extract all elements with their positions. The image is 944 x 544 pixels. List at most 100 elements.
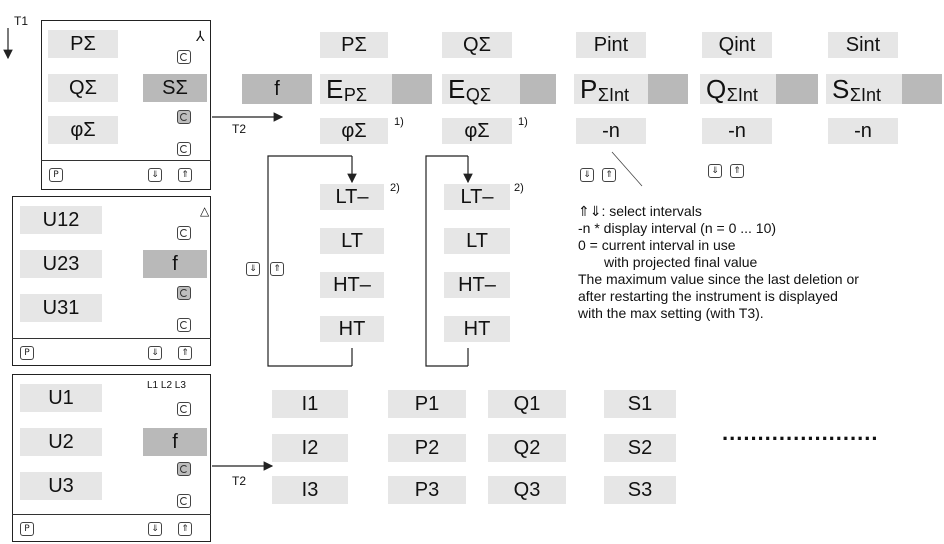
u23-chip: U23 [20, 250, 102, 278]
apparent-power-chip: S3 [604, 476, 676, 504]
divider [12, 338, 211, 339]
cycle-active-icon [177, 110, 191, 124]
up-key-icon[interactable]: ⇑ [602, 168, 616, 182]
cycle-icon [177, 494, 191, 508]
cycle-icon [177, 50, 191, 64]
up-key-icon[interactable]: ⇑ [178, 346, 192, 360]
note-line: after restarting the instrument is displ… [578, 288, 838, 304]
reactive-power-chip: Q1 [488, 390, 566, 418]
delta-icon: △ [200, 204, 210, 218]
ps-sum-chip: PΣ [320, 32, 388, 58]
up-key-icon[interactable]: ⇑ [270, 262, 284, 276]
energy-indicator [902, 74, 942, 104]
tariff-chip: LT [444, 228, 510, 254]
down-key-icon[interactable]: ⇓ [148, 346, 162, 360]
u3-chip: U3 [20, 472, 102, 500]
up-key-icon[interactable]: ⇑ [178, 168, 192, 182]
continuation-dots: ...................... [722, 420, 879, 445]
reactive-power-chip: Q2 [488, 434, 566, 462]
tariff-chip: LT– [320, 184, 384, 210]
current-chip: I3 [272, 476, 348, 504]
interval-n-chip: -n [576, 118, 646, 144]
down-key-icon[interactable]: ⇓ [148, 168, 162, 182]
note-line: with the max setting (with T3). [578, 305, 764, 321]
qint-chip: Qint [702, 32, 772, 58]
interval-n-chip: -n [702, 118, 772, 144]
tariff-chip: HT– [320, 272, 384, 298]
note-line: 0 = current interval in use [578, 237, 736, 253]
down-key-icon[interactable]: ⇓ [580, 168, 594, 182]
down-key-icon[interactable]: ⇓ [148, 522, 162, 536]
footnote-2: 2) [390, 182, 400, 194]
phase-labels: L1 L2 L3 [147, 380, 186, 391]
t2-label: T2 [232, 122, 247, 136]
note-line: -n * display interval (n = 0 ... 10) [578, 220, 777, 236]
footnote-1: 1) [518, 116, 528, 128]
apparent-power-chip: S1 [604, 390, 676, 418]
f-chip: f [242, 74, 312, 104]
power-chip: P2 [388, 434, 466, 462]
down-key-icon[interactable]: ⇓ [246, 262, 260, 276]
footnote-2: 2) [514, 182, 524, 194]
cycle-icon [177, 226, 191, 240]
reactive-power-chip: Q3 [488, 476, 566, 504]
power-chip: P3 [388, 476, 466, 504]
tariff-loop-1 [267, 155, 352, 367]
f-chip: f [143, 428, 207, 456]
cycle-active-icon [177, 462, 191, 476]
tariff-chip: HT [320, 316, 384, 342]
cycle-icon [177, 402, 191, 416]
current-chip: I1 [272, 390, 348, 418]
down-key-icon[interactable]: ⇓ [708, 164, 722, 178]
tariff-loop-2 [425, 155, 468, 367]
p-key[interactable]: P [20, 346, 34, 360]
pint-chip: Pint [576, 32, 646, 58]
u31-chip: U31 [20, 294, 102, 322]
cycle-icon [177, 318, 191, 332]
star-icon: ⅄ [196, 28, 205, 44]
divider [41, 160, 211, 161]
energy-indicator [520, 74, 556, 104]
cycle-active-icon [177, 286, 191, 300]
u1-chip: U1 [20, 384, 102, 412]
note-line: with projected final value [604, 254, 758, 270]
apparent-power-chip: S2 [604, 434, 676, 462]
energy-indicator [392, 74, 432, 104]
phi-sum-chip: φΣ [320, 118, 388, 144]
interval-n-chip: -n [828, 118, 898, 144]
note-line: ⇑⇓: select intervals [578, 203, 702, 219]
current-chip: I2 [272, 434, 348, 462]
tariff-chip: LT [320, 228, 384, 254]
tariff-chip: HT [444, 316, 510, 342]
tariff-chip: HT– [444, 272, 510, 298]
energy-indicator [648, 74, 688, 104]
ss-sum-chip: SΣ [143, 74, 207, 102]
qs-sum-chip: QΣ [48, 74, 118, 102]
t2-label: T2 [232, 474, 247, 488]
u12-chip: U12 [20, 206, 102, 234]
footnote-1: 1) [394, 116, 404, 128]
note-pointer [611, 151, 643, 187]
u2-chip: U2 [20, 428, 102, 456]
up-key-icon[interactable]: ⇑ [178, 522, 192, 536]
f-chip: f [143, 250, 207, 278]
up-key-icon[interactable]: ⇑ [730, 164, 744, 178]
p-key[interactable]: P [49, 168, 63, 182]
p-key[interactable]: P [20, 522, 34, 536]
ps-sum-chip: PΣ [48, 30, 118, 58]
sint-chip: Sint [828, 32, 898, 58]
phi-sum-chip: φΣ [48, 116, 118, 144]
phi-sum-chip: φΣ [442, 118, 512, 144]
divider [12, 514, 211, 515]
tariff-chip: LT– [444, 184, 510, 210]
qs-sum-chip: QΣ [442, 32, 512, 58]
t1-label: T1 [14, 14, 29, 28]
energy-indicator [776, 74, 818, 104]
note-line: The maximum value since the last deletio… [578, 271, 859, 287]
